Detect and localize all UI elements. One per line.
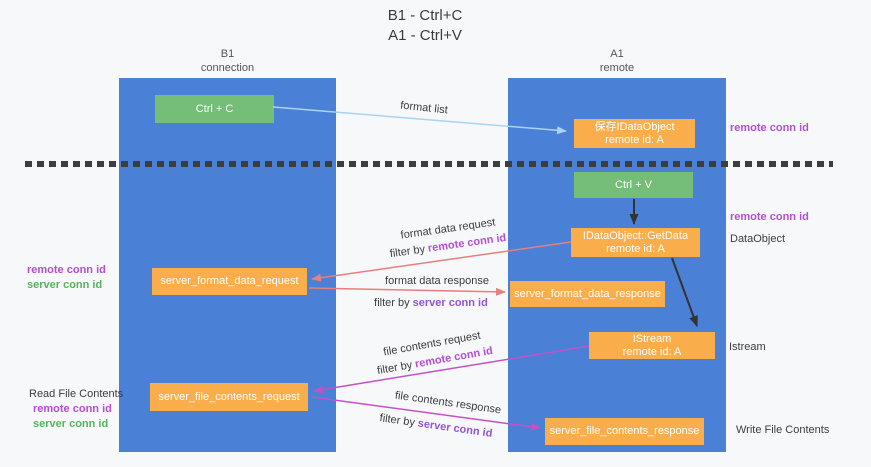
server-file-contents-response-label: server_file_contents_response	[549, 425, 700, 437]
file-response-filter-label: filter byserver conn id	[371, 411, 501, 441]
filter-by-text: filter by	[374, 297, 410, 309]
save-idataobject-line1: 保存IDataObject	[594, 120, 675, 133]
left-bottom-server-conn-id-label: server conn id	[33, 418, 109, 430]
read-file-contents-label: Read File Contents	[29, 388, 124, 400]
left-remote-conn-id-label: remote conn id	[27, 264, 106, 276]
filter-by-text: filter by	[378, 412, 416, 429]
server-file-contents-request-label: server_file_contents_request	[158, 390, 300, 403]
server-format-data-request-label: server_format_data_request	[160, 275, 299, 287]
right-mid-remote-conn-id-label: remote conn id	[730, 211, 809, 223]
right-column-role: remote	[599, 62, 635, 74]
title-line-1: B1 - Ctrl+C	[387, 7, 463, 24]
server-conn-id-text: server conn id	[412, 297, 488, 309]
ctrl-v-label: Ctrl + V	[615, 178, 652, 191]
format-list-label: format list	[399, 99, 449, 117]
right-top-remote-conn-id-label: remote conn id	[730, 122, 809, 134]
filter-by-text: filter by	[389, 243, 426, 261]
istream-node: IStream remote id: A	[589, 332, 715, 359]
left-bottom-conn-id-stack: remote conn id server conn id	[33, 402, 112, 432]
getdata-line1: IDataObject::GetData	[582, 229, 689, 242]
filter-by-text: filter by	[376, 359, 414, 378]
ctrl-v-node: Ctrl + V	[574, 172, 693, 198]
server-format-data-response-node: server_format_data_response	[510, 281, 665, 307]
right-column-header: A1 remote	[508, 47, 726, 75]
write-file-contents-label: Write File Contents	[736, 424, 830, 436]
getdata-node: IDataObject::GetData remote id: A	[571, 228, 700, 257]
getdata-line2: remote id: A	[606, 242, 665, 255]
format-data-response-arrow	[308, 287, 506, 296]
istream-annotation-label: Istream	[729, 341, 766, 353]
save-idataobject-line2: remote id: A	[605, 133, 664, 146]
title-line-2: A1 - Ctrl+V	[388, 27, 462, 44]
left-conn-id-stack: remote conn id server conn id	[27, 263, 106, 293]
server-format-data-request-node: server_format_data_request	[152, 268, 307, 295]
left-column-role: connection	[200, 62, 255, 74]
left-column-name: B1	[220, 48, 235, 60]
server-file-contents-response-node: server_file_contents_response	[545, 418, 704, 445]
istream-line2: remote id: A	[622, 345, 682, 358]
server-file-contents-request-node: server_file_contents_request	[150, 383, 308, 411]
istream-line1: IStream	[632, 332, 672, 345]
server-conn-id-text: server conn id	[416, 417, 494, 440]
ctrl-c-node: Ctrl + C	[155, 95, 274, 123]
save-idataobject-node: 保存IDataObject remote id: A	[574, 119, 695, 148]
dataobject-label: DataObject	[730, 233, 786, 245]
file-contents-response-label: file contents response	[394, 389, 502, 417]
left-server-conn-id-label: server conn id	[27, 279, 103, 291]
right-column-name: A1	[610, 48, 624, 60]
left-bottom-remote-conn-id-label: remote conn id	[33, 403, 112, 415]
server-format-data-response-label: server_format_data_response	[514, 287, 661, 300]
diagram-title: B1 - Ctrl+C A1 - Ctrl+V	[300, 6, 550, 46]
ctrl-c-label: Ctrl + C	[195, 102, 234, 115]
left-column-header: B1 connection	[119, 47, 336, 75]
format-data-response-label: format data response	[385, 275, 489, 287]
